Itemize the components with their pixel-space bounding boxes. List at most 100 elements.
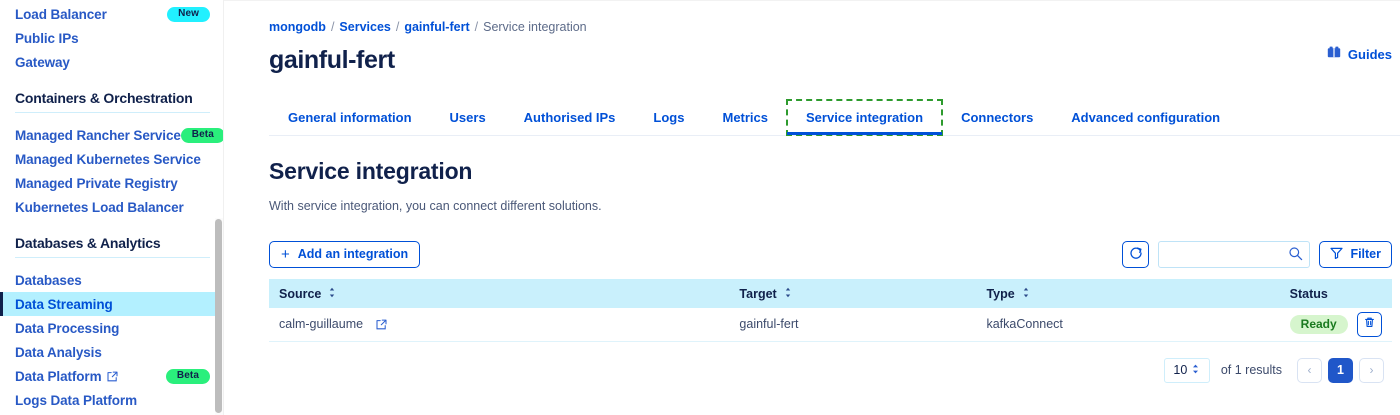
column-header-label: Source xyxy=(279,286,322,301)
column-header-type[interactable]: Type xyxy=(976,279,1280,308)
tabs-underline xyxy=(269,135,1400,136)
sidebar-item-label: Data Analysis xyxy=(15,344,102,360)
page-size-select[interactable]: 10 xyxy=(1163,357,1210,383)
sort-icon[interactable] xyxy=(1022,287,1030,301)
sidebar-item-label: Kubernetes Load Balancer xyxy=(15,199,184,215)
sidebar-item-managed-kubernetes-service[interactable]: Managed Kubernetes Service xyxy=(0,147,224,171)
guides-link[interactable]: Guides xyxy=(1327,46,1392,62)
tab-label: Metrics xyxy=(722,110,769,125)
tab-label: Connectors xyxy=(961,110,1034,125)
plus-icon: + xyxy=(281,245,290,263)
sidebar-scrollbar-thumb[interactable] xyxy=(215,219,222,413)
tab-metrics[interactable]: Metrics xyxy=(703,111,787,135)
search-input[interactable] xyxy=(1158,240,1311,268)
main-content: mongodb / Services / gainful-fert / Serv… xyxy=(224,0,1400,415)
sidebar-item-public-ips[interactable]: Public IPs xyxy=(0,26,224,50)
sidebar-item-label: Gateway xyxy=(15,54,70,70)
page-title: gainful-fert xyxy=(269,46,395,74)
breadcrumb-separator: / xyxy=(395,20,400,34)
tab-users[interactable]: Users xyxy=(431,111,505,135)
sidebar-item-data-analysis[interactable]: Data Analysis xyxy=(0,340,224,364)
breadcrumb-item-0[interactable]: mongodb xyxy=(269,20,326,34)
breadcrumb-current: Service integration xyxy=(483,20,587,34)
page-button-1[interactable]: 1 xyxy=(1328,357,1353,383)
breadcrumb-item-1[interactable]: Services xyxy=(339,20,391,34)
sidebar-section-rule xyxy=(15,112,210,113)
delete-row-button[interactable] xyxy=(1357,311,1382,337)
sidebar-item-badge: New xyxy=(167,6,210,22)
breadcrumb-separator: / xyxy=(474,20,479,34)
breadcrumb-item-2[interactable]: gainful-fert xyxy=(404,20,470,34)
add-integration-button[interactable]: + Add an integration xyxy=(269,240,421,268)
table-toolbar: + Add an integration xyxy=(269,239,1392,269)
column-header-label: Status xyxy=(1289,286,1328,301)
column-header-target[interactable]: Target xyxy=(729,279,977,308)
table-head: Source Target Type Status xyxy=(269,279,1392,308)
column-header-source[interactable]: Source xyxy=(269,279,730,308)
sidebar-item-databases[interactable]: Databases xyxy=(0,268,224,292)
breadcrumb-separator: / xyxy=(330,20,335,34)
filter-button[interactable]: Filter xyxy=(1319,240,1392,268)
book-icon xyxy=(1327,46,1341,62)
prev-page-button[interactable]: ‹ xyxy=(1297,357,1322,383)
tab-authorised-ips[interactable]: Authorised IPs xyxy=(505,111,635,135)
tab-logs[interactable]: Logs xyxy=(634,111,703,135)
sidebar-item-label: Data Streaming xyxy=(15,296,113,312)
funnel-icon xyxy=(1330,247,1344,262)
sidebar-item-badge: Beta xyxy=(180,127,224,143)
sidebar-section-heading: Databases & Analytics xyxy=(15,235,161,251)
external-link-icon xyxy=(107,371,119,382)
tab-connectors[interactable]: Connectors xyxy=(942,111,1052,135)
sidebar-item-label: Logs Data Platform xyxy=(15,392,137,408)
sidebar-item-logs-data-platform[interactable]: Logs Data Platform xyxy=(0,388,224,412)
chevron-updown-icon xyxy=(1191,363,1200,378)
sidebar-item-label: Data Platform xyxy=(15,368,102,384)
next-page-button[interactable]: › xyxy=(1359,357,1384,383)
sidebar-item-managed-private-registry[interactable]: Managed Private Registry xyxy=(0,171,224,195)
source-link[interactable]: calm-guillaume xyxy=(279,317,387,332)
sort-icon[interactable] xyxy=(328,287,336,301)
sidebar-item-badge: Beta xyxy=(165,368,210,384)
pagination: 10 of 1 results ‹ 1 › xyxy=(269,357,1392,383)
sidebar-item-kubernetes-load-balancer[interactable]: Kubernetes Load Balancer xyxy=(0,195,224,219)
sidebar-item-gateway[interactable]: Gateway xyxy=(0,50,224,74)
source-label: calm-guillaume xyxy=(279,317,364,332)
cell-status: Ready xyxy=(1279,308,1392,342)
sidebar-section-heading: Containers & Orchestration xyxy=(15,90,193,106)
search-box xyxy=(1158,240,1311,268)
sidebar-item-label: Managed Kubernetes Service xyxy=(15,151,201,167)
sort-icon[interactable] xyxy=(784,287,792,301)
toolbar-right-group: Filter xyxy=(1122,240,1392,268)
column-header-label: Type xyxy=(986,286,1015,301)
refresh-button[interactable] xyxy=(1122,240,1150,268)
section-description: With service integration, you can connec… xyxy=(269,199,602,213)
sidebar-item-data-streaming[interactable]: Data Streaming xyxy=(0,292,224,316)
guides-label: Guides xyxy=(1347,46,1392,62)
sidebar-item-label: Managed Private Registry xyxy=(15,175,178,191)
refresh-icon xyxy=(1129,246,1143,263)
tabs: General information Users Authorised IPs Lo… xyxy=(269,99,1400,136)
sidebar-item-label: Managed Rancher Service xyxy=(15,127,181,143)
tab-general-information[interactable]: General information xyxy=(269,111,431,135)
external-link-icon xyxy=(376,319,387,330)
sidebar-item-label: Data Processing xyxy=(15,320,120,336)
tab-label: Authorised IPs xyxy=(523,110,616,125)
tab-service-integration[interactable]: Service integration xyxy=(786,99,944,136)
column-header-status: Status xyxy=(1279,279,1392,308)
tab-advanced-configuration[interactable]: Advanced configuration xyxy=(1052,111,1239,135)
tab-label: Logs xyxy=(653,110,685,125)
tab-label: Users xyxy=(449,110,486,125)
sidebar-item-data-processing[interactable]: Data Processing xyxy=(0,316,224,340)
pagination-buttons: ‹ 1 › xyxy=(1297,357,1384,383)
tab-label: General information xyxy=(288,110,412,125)
sidebar-divider xyxy=(223,0,224,415)
breadcrumb: mongodb / Services / gainful-fert / Serv… xyxy=(224,0,1400,34)
sidebar-item-data-platform[interactable]: Data Platform Beta xyxy=(0,364,224,388)
